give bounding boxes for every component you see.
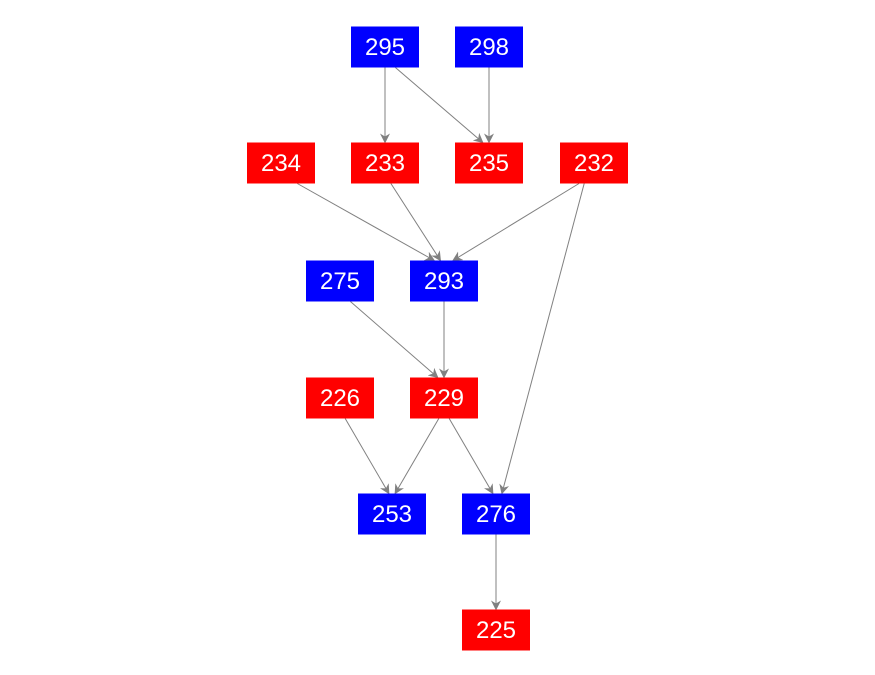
node-box xyxy=(351,26,419,68)
node-225: 225 xyxy=(462,609,530,651)
node-232: 232 xyxy=(560,142,628,184)
edge-233-to-293 xyxy=(390,183,442,262)
node-box xyxy=(351,142,419,184)
node-275: 275 xyxy=(306,260,374,302)
edge-234-to-293 xyxy=(297,183,436,261)
node-276: 276 xyxy=(462,493,530,535)
node-label: 276 xyxy=(476,501,516,528)
node-293: 293 xyxy=(410,260,478,302)
node-295: 295 xyxy=(351,26,419,68)
node-box xyxy=(306,377,374,419)
node-label: 232 xyxy=(574,150,614,177)
node-235: 235 xyxy=(455,142,523,184)
node-253: 253 xyxy=(358,493,426,535)
node-box xyxy=(410,377,478,419)
edge-295-to-235 xyxy=(395,67,484,144)
node-box xyxy=(462,493,530,535)
node-226: 226 xyxy=(306,377,374,419)
node-234: 234 xyxy=(247,142,315,184)
edge-232-to-276 xyxy=(499,183,585,495)
node-box xyxy=(462,609,530,651)
node-233: 233 xyxy=(351,142,419,184)
node-label: 235 xyxy=(469,150,509,177)
edge-232-to-293 xyxy=(452,183,580,262)
edge-229-to-253 xyxy=(394,418,440,495)
edge-229-to-276 xyxy=(448,418,494,495)
node-label: 298 xyxy=(469,34,509,61)
node-298: 298 xyxy=(455,26,523,68)
node-box xyxy=(247,142,315,184)
node-box xyxy=(358,493,426,535)
node-label: 275 xyxy=(320,268,360,295)
node-box xyxy=(306,260,374,302)
edge-275-to-229 xyxy=(350,301,439,379)
node-label: 226 xyxy=(320,385,360,412)
node-box xyxy=(455,142,523,184)
node-box xyxy=(560,142,628,184)
edge-226-to-253 xyxy=(344,418,390,495)
node-label: 229 xyxy=(424,385,464,412)
node-229: 229 xyxy=(410,377,478,419)
node-box xyxy=(410,260,478,302)
node-label: 233 xyxy=(365,150,405,177)
node-label: 293 xyxy=(424,268,464,295)
node-box xyxy=(455,26,523,68)
node-label: 295 xyxy=(365,34,405,61)
node-label: 225 xyxy=(476,617,516,644)
node-label: 253 xyxy=(372,501,412,528)
node-label: 234 xyxy=(261,150,301,177)
